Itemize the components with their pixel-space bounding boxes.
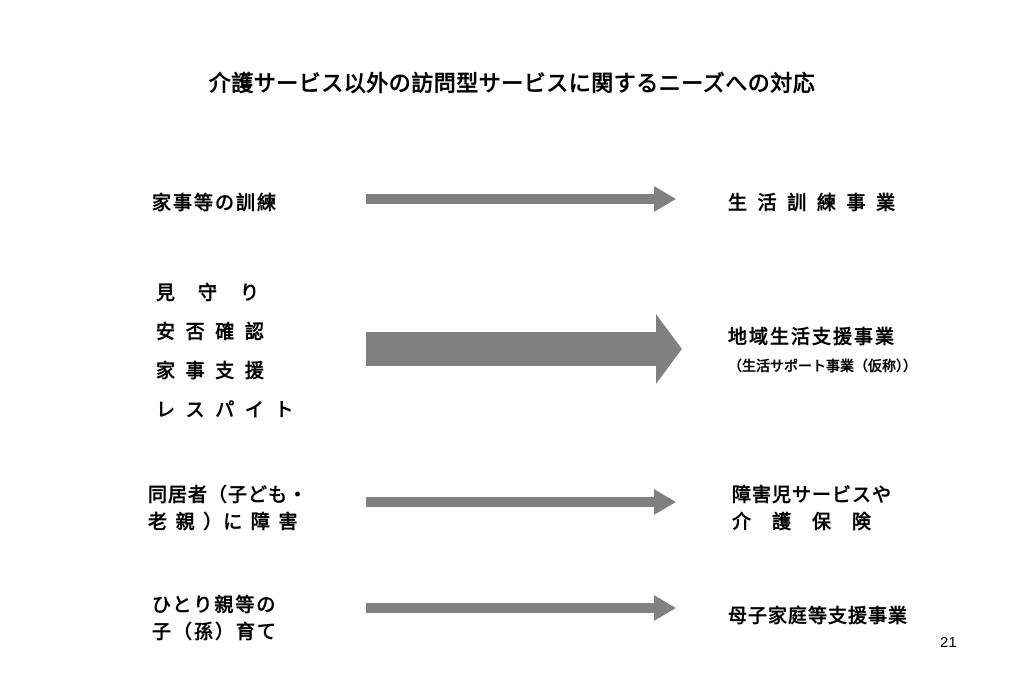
row4-arrow [366,595,676,621]
row2-left-line2: 安 否 確 認 [156,321,266,343]
row3-right-line2: 介 護 保 険 [732,511,873,533]
row4-left-line1: ひとり親等の [152,594,278,616]
row4-right-label: 母子家庭等支援事業 [728,605,909,627]
row1-right-label: 生 活 訓 練 事 業 [728,192,898,214]
row2-arrow [366,314,682,384]
row3-right-line1: 障害児サービスや [732,484,893,506]
page-number: 21 [940,634,957,651]
row3-arrow [366,489,676,515]
row2-left-line3: 家 事 支 援 [156,360,266,382]
row2-right-label: 地域生活支援事業 [728,326,897,348]
row1-arrow [366,186,676,212]
row2-left-line4: レ ス パ イ ト [156,399,296,421]
row4-left-line2: 子（孫）育て [152,621,279,643]
row2-right-sublabel: （生活サポート事業（仮称）） [728,359,917,375]
row2-left-line1: 見 守 り [156,282,262,304]
page-title: 介護サービス以外の訪問型サービスに関するニーズへの対応 [208,72,816,97]
row3-left-line1: 同居者（子ども・ [148,484,309,506]
row1-left-label: 家事等の訓練 [152,192,279,214]
row3-left-line2: 老 親 ）に 障 害 [148,511,299,533]
